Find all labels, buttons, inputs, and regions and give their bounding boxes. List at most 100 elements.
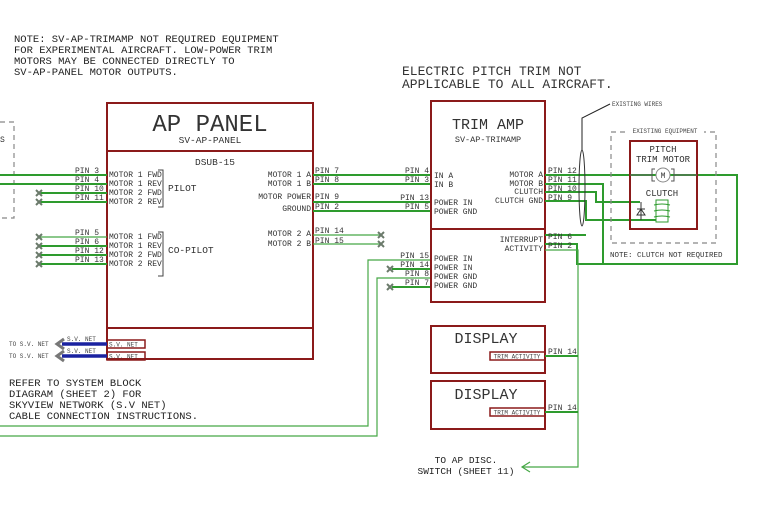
pin-number: PIN 8 — [405, 270, 429, 279]
no-connect-icon — [35, 251, 43, 259]
note-line: CABLE CONNECTION INSTRUCTIONS. — [9, 411, 198, 423]
existing-equipment: EXISTING EQUIPMENT NOTE: CLUTCH NOT REQU… — [610, 126, 723, 260]
motor-icon — [655, 167, 671, 183]
pin-number: PIN 14 — [400, 261, 429, 270]
note-line: DIAGRAM (SHEET 2) FOR — [9, 389, 142, 401]
pin-number: PIN 11 — [75, 194, 104, 203]
ap-to-trimamp-wires: PIN 7 PIN 8 PIN 9 PIN 2 PIN 14 PIN 15 PI… — [313, 167, 431, 248]
svnet-wires: S.V. NET S.V. NET TO S.V. NET TO S.V. NE… — [9, 336, 107, 363]
no-connect-icon — [35, 242, 43, 250]
pin-label: MOTOR 1 B — [268, 180, 311, 189]
ap-panel-model: SV-AP-PANEL — [179, 135, 242, 146]
wire — [545, 174, 738, 265]
leader-line — [581, 103, 611, 150]
pin-number: PIN 5 — [405, 203, 429, 212]
pin-label: POWER IN — [434, 199, 473, 208]
pin-label: INTERRUPT — [500, 236, 543, 245]
pin-label: IN A — [434, 172, 453, 181]
display-1: DISPLAY TRIM ACTIVITY PIN 14 — [430, 325, 578, 374]
pin-label: POWER GND — [434, 273, 477, 282]
display-title: DISPLAY — [454, 387, 517, 404]
no-connect-icon — [35, 233, 43, 241]
pin-number: PIN 15 — [400, 252, 429, 261]
no-connect-icon — [35, 189, 43, 197]
pin-label: POWER IN — [434, 264, 473, 273]
pin-label: MOTOR 1 REV — [109, 242, 162, 251]
pin-number: PIN 13 — [75, 256, 104, 265]
pin-number: PIN 2 — [548, 242, 572, 251]
wire — [0, 277, 431, 437]
pin-label: CLUTCH GND — [495, 197, 543, 206]
pin-label: MOTOR 2 FWD — [109, 189, 162, 198]
existing-equipment-label: EXISTING EQUIPMENT — [633, 128, 698, 135]
svnet-note: REFER TO SYSTEM BLOCK DIAGRAM (SHEET 2) … — [9, 378, 198, 423]
pin-label: MOTOR 1 REV — [109, 180, 162, 189]
pin-number: PIN 7 — [315, 167, 339, 176]
no-connect-icon — [386, 265, 394, 273]
wire — [0, 259, 431, 427]
clutch-label: CLUTCH — [646, 189, 678, 199]
pilot-bracket — [158, 169, 164, 208]
arrow-left-icon — [54, 349, 65, 363]
trim-amp: TRIM AMP SV-AP-TRIMAMP IN A IN B POWER I… — [430, 100, 546, 303]
pin-number: PIN 15 — [315, 237, 344, 246]
pin-number: PIN 14 — [315, 227, 344, 236]
pin-label: MOTOR 2 REV — [109, 198, 162, 207]
trimamp-note: NOTE: SV-AP-TRIMAMP NOT REQUIRED EQUIPME… — [14, 34, 279, 79]
port-label: TRIM ACTIVITY — [494, 410, 541, 417]
pin-label: MOTOR 2 FWD — [109, 251, 162, 260]
pin-label: MOTOR POWER — [258, 193, 311, 202]
display-2: DISPLAY TRIM ACTIVITY PIN 14 — [430, 380, 578, 430]
pin-label: MOTOR B — [509, 180, 543, 189]
note-line: SV-AP-PANEL MOTOR OUTPUTS. — [14, 67, 178, 79]
existing-wires-label: EXISTING WIRES — [612, 101, 663, 108]
pin-number: PIN 11 — [548, 176, 577, 185]
wire — [545, 191, 640, 203]
display-title: DISPLAY — [454, 331, 517, 348]
pin-label: POWER GND — [434, 208, 477, 217]
note-line: ELECTRIC PITCH TRIM NOT — [402, 64, 582, 79]
wire — [545, 183, 604, 265]
no-connect-icon — [386, 283, 394, 291]
display-box — [430, 380, 546, 430]
svnet-dest: TO S.V. NET — [9, 341, 49, 348]
trimamp-to-motor-wires: PIN 12 PIN 11 PIN 10 PIN 9 PIN 6 PIN 2 — [545, 167, 738, 265]
pin-label: MOTOR 1 FWD — [109, 233, 162, 242]
pin-number: PIN 10 — [75, 185, 104, 194]
copilot-wires: PIN 5 PIN 6 PIN 12 PIN 13 — [35, 229, 107, 268]
pitch-trim-motor-box — [629, 140, 698, 230]
arrow-left-icon — [54, 337, 65, 351]
note-line: FOR EXPERIMENTAL AIRCRAFT. LOW-POWER TRI… — [14, 45, 272, 57]
pin-label: MOTOR A — [509, 171, 543, 180]
pin-number: PIN 4 — [405, 167, 429, 176]
pilot-wires: PIN 3 PIN 4 PIN 10 PIN 11 — [0, 167, 107, 206]
no-connect-icon — [35, 260, 43, 268]
ap-disc-label: SWITCH (SHEET 11) — [418, 466, 515, 477]
pin-number: PIN 2 — [315, 203, 339, 212]
pin-label: GROUND — [282, 205, 311, 214]
wire — [545, 200, 656, 221]
pin-label: CLUTCH — [514, 188, 543, 197]
power-feed-wires: PIN 15 PIN 14 PIN 8 PIN 7 — [0, 252, 431, 437]
copilot-group-label: CO-PILOT — [168, 245, 214, 256]
pin-number: PIN 14 — [548, 348, 577, 357]
pin-number: PIN 14 — [548, 404, 577, 413]
note-line: MOTORS MAY BE CONNECTED DIRECTLY TO — [14, 56, 235, 68]
no-connect-icon — [377, 231, 385, 239]
pin-label: MOTOR 1 A — [268, 171, 311, 180]
activity-wire: TO AP DISC. SWITCH (SHEET 11) — [418, 249, 579, 477]
pin-label: POWER GND — [434, 282, 477, 291]
pin-number: PIN 6 — [75, 238, 99, 247]
note-line: APPLICABLE TO ALL AIRCRAFT. — [402, 77, 613, 92]
display-box — [430, 325, 546, 374]
pin-number: PIN 13 — [400, 194, 429, 203]
pin-number: PIN 9 — [315, 193, 339, 202]
clutch-note: NOTE: CLUTCH NOT REQUIRED — [610, 252, 723, 260]
pin-number: PIN 7 — [405, 279, 429, 288]
trim-amp-model: SV-AP-TRIMAMP — [455, 135, 521, 145]
motor-symbol: M — [661, 172, 666, 181]
pin-number: PIN 12 — [548, 167, 577, 176]
ap-disc-label: TO AP DISC. — [435, 455, 498, 466]
port-label: TRIM ACTIVITY — [494, 354, 541, 361]
